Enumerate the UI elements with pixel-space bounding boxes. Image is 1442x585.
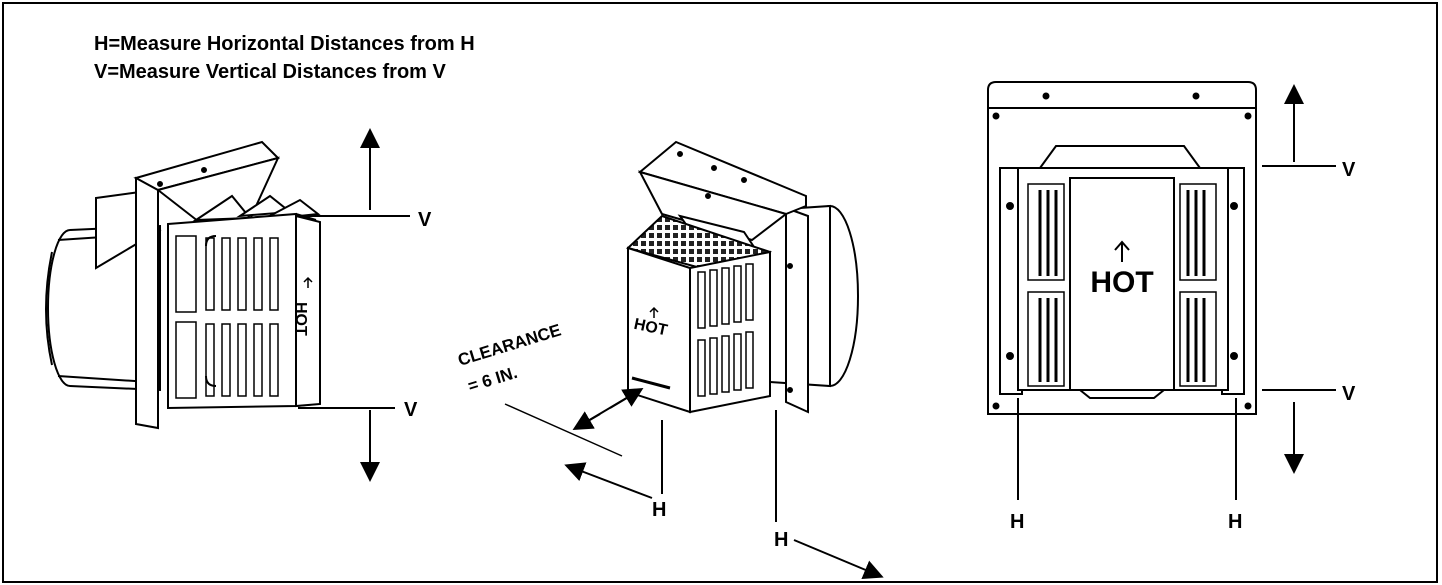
v-label-top-left: V <box>418 209 432 231</box>
h-label-right-left: H <box>1010 511 1024 533</box>
clearance-mark <box>631 376 671 390</box>
clearance-label-line2: = 6 IN. <box>466 363 520 396</box>
hot-label-left: HOT <box>292 302 309 336</box>
h-arrow-middle-side <box>793 539 884 580</box>
h-label-middle-front: H <box>652 499 666 521</box>
h-label-middle-side: H <box>774 529 788 551</box>
hot-label-right: HOT <box>1090 266 1153 299</box>
clearance-guide-line <box>504 403 623 457</box>
hot-arrow-left-icon <box>303 276 313 288</box>
vent-middle <box>626 140 859 414</box>
legend: H=Measure Horizontal Distances from H V=… <box>94 30 475 86</box>
legend-line-horizontal: H=Measure Horizontal Distances from H <box>94 33 475 55</box>
v-label-bottom-left: V <box>404 399 418 421</box>
v-label-top-right: V <box>1342 159 1356 181</box>
hot-arrow-middle-icon <box>649 306 659 318</box>
h-label-right-right: H <box>1228 511 1242 533</box>
v-label-bottom-right: V <box>1342 383 1356 405</box>
h-arrow-middle-front <box>564 462 653 499</box>
hot-arrow-right-icon <box>1114 240 1130 262</box>
legend-line-vertical: V=Measure Vertical Distances from V <box>94 61 446 83</box>
vent-right <box>987 81 1257 415</box>
hot-label-middle: HOT <box>632 316 669 340</box>
clearance-label-line1: CLEARANCE <box>456 320 564 369</box>
vent-left <box>45 140 321 430</box>
clearance-dimension <box>575 389 641 429</box>
